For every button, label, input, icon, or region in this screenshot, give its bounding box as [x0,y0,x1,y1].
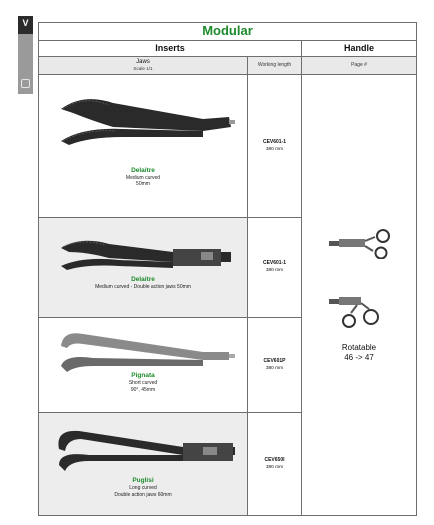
handle-note: Rotatable 46 -> 47 [302,343,416,363]
puglisi-forceps-illustration [58,431,235,472]
insert-description: Medium curved [125,174,161,181]
handle-scissors-illustration-bottom [329,296,379,328]
working-length-header: Working length [247,55,302,75]
working-length-cell: CEV601P 380 mm [247,317,302,414]
insert-description: Medium curved - Double action jaws 50mm [95,283,191,290]
insert-name: Delaitre [131,275,155,283]
insert-description: Short curved [128,380,158,387]
delaitre-forceps-illustration [61,98,235,145]
pignata-forceps-illustration [61,333,235,373]
insert-name: Puglisi [132,477,154,485]
working-length: 380 mm [265,268,284,274]
jaws-header-cell: Jaws Scale 1/1 [38,55,248,75]
working-length: 380 mm [265,146,284,152]
section-side-tab: V [18,16,33,94]
reference-code: CEV650I [264,457,285,464]
working-length-cell: CEV650I 380 mm [247,412,302,516]
inserts-header: Inserts [38,39,302,57]
table-title: Modular [38,22,417,41]
insert-name: Pignata [131,372,155,380]
working-length: 380 mm [265,465,284,471]
insert-image-cell: Delaitre Medium curved - Double action j… [38,216,248,319]
insert-size: 50mm [136,181,150,188]
side-tab-label: V [22,18,29,28]
delaitre-double-action-forceps-illustration [61,240,231,270]
rotatable-label: Rotatable [341,342,377,352]
reference-code: CEV601-1 [262,138,287,145]
scale-label: Scale 1/1 [133,65,153,71]
catalog-table: Modular Inserts Handle Jaws Scale 1/1 Wo… [38,22,417,517]
reference-code: CEV601-1 [262,260,287,267]
insert-image-cell: Delaitre Medium curved 50mm [38,73,248,218]
handle-cell: Rotatable 46 -> 47 [301,73,417,517]
insert-name: Delaitre [131,166,155,174]
reference-code: CEV601P [263,358,286,365]
working-length: 380 mm [265,366,284,372]
jaws-label: Jaws [136,58,150,65]
handle-header: Handle [301,39,417,57]
side-tab-header: V [18,16,33,34]
insert-size: 90°, 45mm [130,386,156,393]
insert-description: Long curved [129,485,157,492]
page-header: Page # [301,55,417,75]
insert-image-cell: Pignata Short curved 90°, 45mm [38,317,248,414]
working-length-cell: CEV601-1 380 mm [247,73,302,218]
side-tab-icon [21,79,30,88]
handle-scissors-illustration-top [329,228,390,259]
insert-image-cell: Puglisi Long curved Double action jaws 6… [38,412,248,516]
insert-size: Double action jaws 60mm [114,491,172,498]
handle-page-ref: 46 -> 47 [344,352,374,362]
working-length-cell: CEV601-1 380 mm [247,216,302,319]
